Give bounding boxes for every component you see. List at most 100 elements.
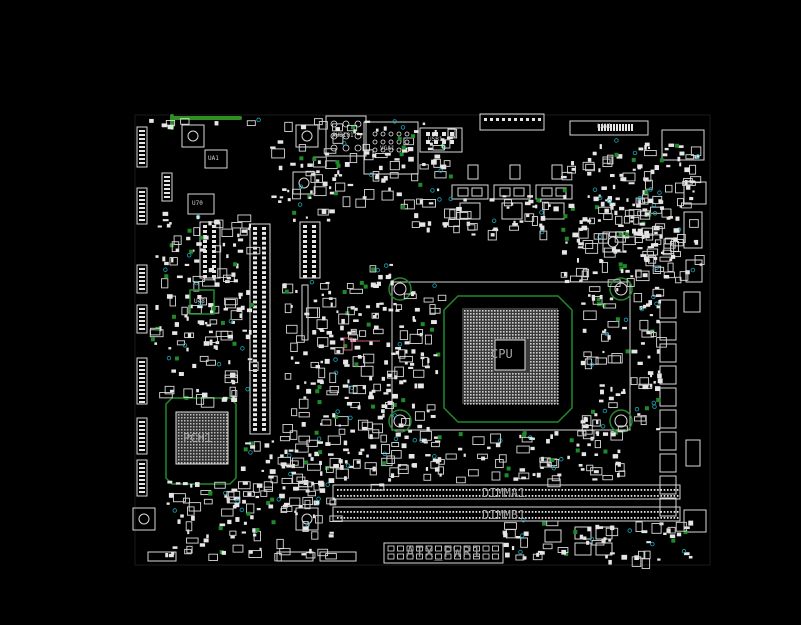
dimm-pin bbox=[657, 511, 659, 513]
cpu-ball bbox=[545, 319, 547, 321]
cpu-ball bbox=[464, 340, 466, 342]
edge-pin bbox=[139, 280, 145, 282]
cpu-ball bbox=[467, 331, 469, 333]
vga-pin bbox=[380, 139, 386, 145]
atx-pin bbox=[406, 553, 414, 560]
dimm-pin bbox=[617, 489, 620, 491]
dimm-pin bbox=[389, 517, 392, 519]
smd-pad bbox=[414, 383, 418, 389]
smd-part bbox=[169, 257, 178, 266]
dimm-pin bbox=[663, 489, 666, 491]
smd-pad bbox=[645, 303, 651, 307]
cpu-ball bbox=[518, 397, 520, 399]
smd-pad bbox=[642, 208, 648, 212]
smd-part bbox=[581, 425, 593, 435]
smd-pad bbox=[286, 464, 292, 468]
smd-pad bbox=[282, 486, 286, 490]
via bbox=[412, 437, 417, 443]
header-pin bbox=[253, 251, 257, 255]
cpu-ball bbox=[554, 388, 556, 390]
edge-pin bbox=[139, 195, 145, 197]
pch-ball bbox=[178, 438, 180, 440]
lan-pin bbox=[613, 124, 615, 131]
smd-green bbox=[266, 501, 271, 506]
cpu-ball bbox=[488, 379, 490, 381]
dimm-pin bbox=[379, 495, 382, 497]
smd-part bbox=[310, 174, 323, 183]
dimm-pin bbox=[657, 489, 659, 491]
smd-pad bbox=[684, 552, 690, 556]
cpu-ball bbox=[479, 373, 481, 375]
smd-pad bbox=[336, 350, 341, 354]
smd-pad bbox=[277, 140, 284, 144]
smd-pad bbox=[401, 443, 407, 449]
pch-ball bbox=[193, 435, 195, 437]
dimm-pin bbox=[673, 511, 676, 513]
smd-pad bbox=[293, 486, 299, 491]
cpu-ball bbox=[464, 367, 466, 369]
smd-part bbox=[539, 230, 548, 241]
edge-pin bbox=[139, 288, 145, 290]
smd-pad bbox=[362, 196, 367, 199]
smd-pad bbox=[434, 436, 438, 439]
header-pin bbox=[262, 388, 266, 392]
pch-ball bbox=[181, 429, 183, 431]
cpu-ball bbox=[545, 346, 547, 348]
right-cap bbox=[659, 453, 677, 473]
pch-ball bbox=[190, 432, 192, 434]
smd-pad bbox=[608, 559, 612, 565]
dimm-pin bbox=[459, 517, 461, 519]
atx-pin bbox=[397, 553, 404, 560]
smd-green bbox=[401, 398, 406, 403]
dimm-pin bbox=[485, 517, 488, 519]
smd-part bbox=[149, 327, 161, 336]
cpu-ball bbox=[524, 316, 526, 318]
dimm-pin bbox=[604, 495, 606, 497]
cpu-ball bbox=[509, 328, 511, 330]
smd-pad bbox=[602, 330, 606, 333]
cpu-ball bbox=[545, 388, 547, 390]
smd-pad bbox=[550, 434, 553, 439]
header-pin bbox=[303, 245, 307, 248]
mount-hole-tr-inner bbox=[614, 282, 628, 296]
dimm-pin bbox=[624, 511, 626, 513]
cpu-ball bbox=[518, 328, 520, 330]
cpu-ball bbox=[527, 397, 529, 399]
smd-part bbox=[598, 206, 612, 214]
cpu-ball bbox=[557, 331, 559, 333]
smd-pad bbox=[279, 196, 284, 199]
smd-pad bbox=[268, 475, 274, 479]
cpu-ball bbox=[530, 355, 532, 357]
pch-ball bbox=[199, 441, 201, 443]
cpu-ball bbox=[539, 355, 541, 357]
header-pin bbox=[312, 255, 316, 258]
smd-pad bbox=[434, 467, 440, 472]
smd-part bbox=[342, 196, 351, 208]
dimm-pin bbox=[643, 495, 646, 497]
cpu-ball bbox=[536, 340, 538, 342]
smd-pad bbox=[324, 358, 330, 364]
smd-pad bbox=[679, 205, 682, 208]
smd-pad bbox=[360, 448, 365, 452]
cpu-ball bbox=[497, 388, 499, 390]
cpu-ball bbox=[470, 352, 472, 354]
cpu-ball bbox=[464, 346, 466, 348]
smd-part bbox=[639, 210, 651, 220]
edge-header bbox=[136, 126, 148, 168]
cpu-ball bbox=[551, 337, 553, 339]
cpu-ball bbox=[488, 310, 490, 312]
smd-part bbox=[238, 481, 251, 490]
pch-ball bbox=[199, 435, 201, 437]
cpu-ball bbox=[506, 319, 508, 321]
pch-ball bbox=[193, 423, 195, 425]
header-pin bbox=[253, 418, 257, 422]
dimm-pin bbox=[574, 495, 577, 497]
cpu-ball bbox=[551, 361, 553, 363]
audio-jack bbox=[354, 120, 362, 128]
cpu-ball bbox=[530, 376, 532, 378]
smd-green bbox=[562, 188, 567, 193]
vertical-header bbox=[249, 223, 271, 435]
cpu-ball bbox=[467, 379, 469, 381]
cpu-ball bbox=[539, 364, 541, 366]
smd-pad bbox=[657, 378, 663, 384]
